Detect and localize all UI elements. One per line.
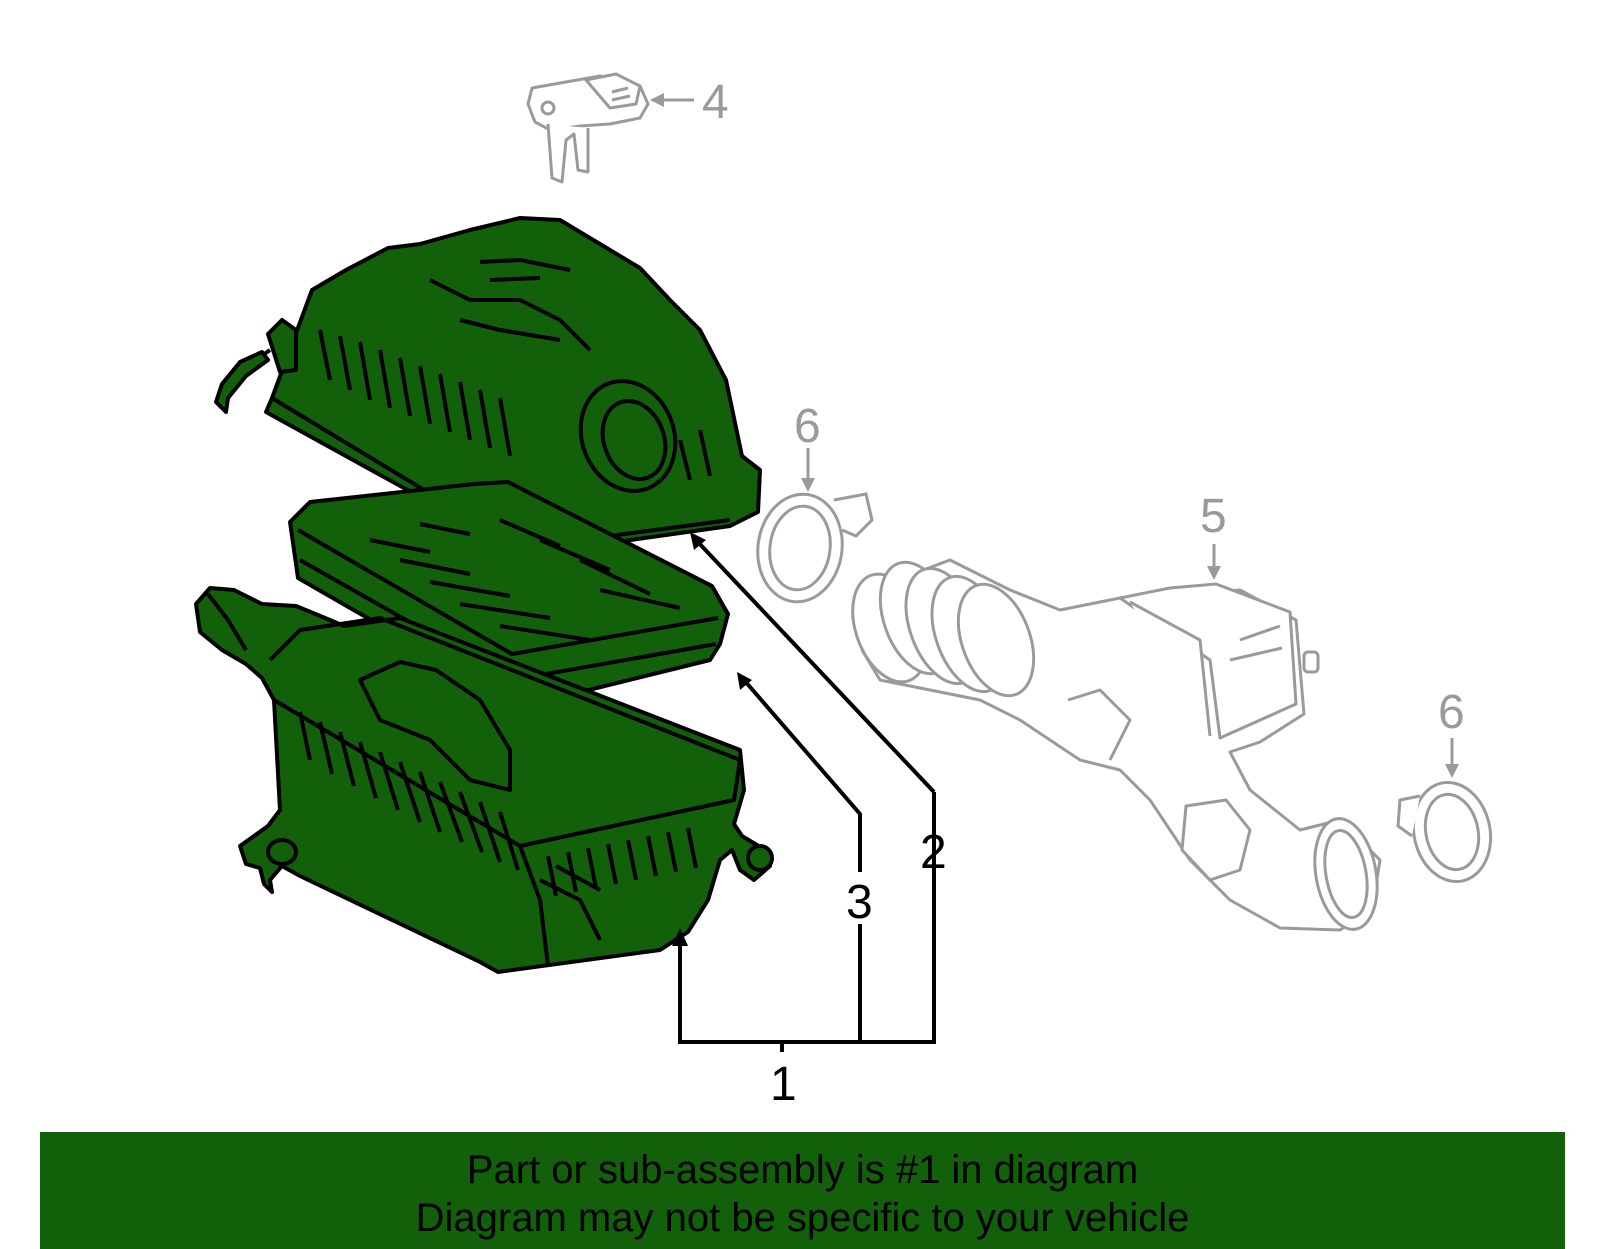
callout-5-leader	[1207, 544, 1221, 580]
air-cleaner-case-icon	[194, 586, 774, 974]
intake-hose-icon	[851, 558, 1382, 932]
air-cleaner-cover-icon	[214, 216, 762, 574]
callout-6a: 6	[794, 400, 821, 453]
mass-air-flow-sensor-icon	[526, 72, 650, 184]
callout-bracket	[678, 538, 936, 1052]
callout-arrowheads	[672, 532, 752, 946]
clamp-icon	[756, 492, 874, 604]
callout-6b: 6	[1438, 686, 1465, 739]
disclaimer-banner: Part or sub-assembly is #1 in diagram Di…	[40, 1132, 1565, 1249]
clamp-icon	[1396, 780, 1493, 884]
callout-1: 1	[770, 1058, 797, 1111]
callout-6-leader-a	[801, 448, 815, 492]
callout-4: 4	[702, 76, 729, 129]
callout-2: 2	[920, 826, 947, 879]
callout-5: 5	[1200, 490, 1227, 543]
callout-4-leader	[650, 93, 694, 107]
footer-line-2: Diagram may not be specific to your vehi…	[415, 1196, 1190, 1240]
callout-6-leader-b	[1445, 738, 1459, 778]
callout-3: 3	[846, 876, 873, 929]
footer-line-1: Part or sub-assembly is #1 in diagram	[466, 1148, 1139, 1192]
